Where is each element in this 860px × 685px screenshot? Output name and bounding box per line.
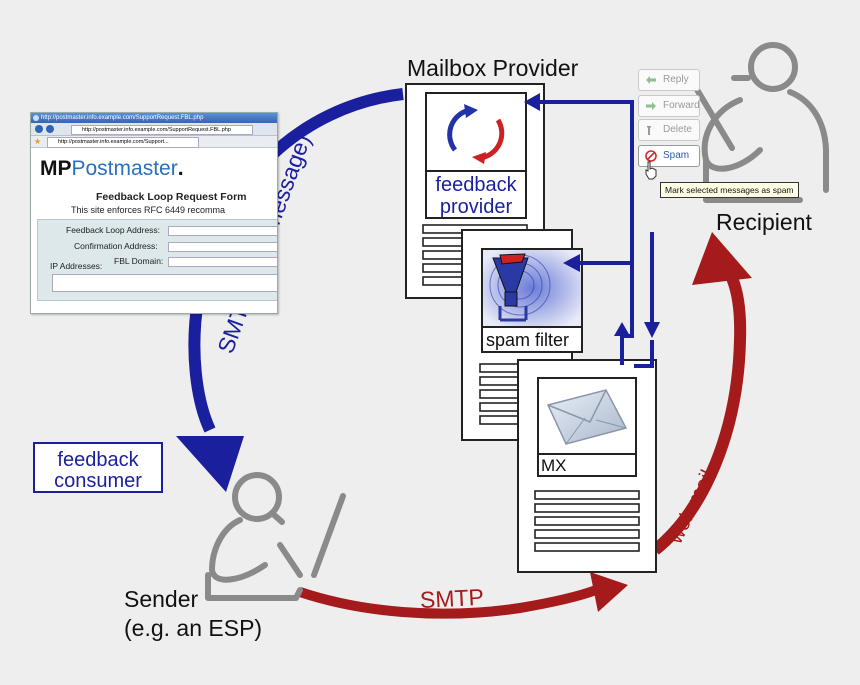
mx-label: MX — [541, 456, 567, 475]
arrow-down-to-mx — [644, 322, 660, 338]
arrow-into-spam-filter — [563, 254, 580, 272]
smtp-label: SMTP — [419, 584, 484, 613]
bookmark-star-icon[interactable]: ★ — [34, 137, 42, 146]
browser-tab-bar: ★ http://postmaster.info.example.com/Sup… — [31, 136, 277, 148]
recipient-label: Recipient — [716, 209, 812, 235]
delete-button[interactable]: Delete — [638, 119, 700, 141]
reply-button[interactable]: Reply — [638, 69, 700, 91]
spam-tooltip: Mark selected messages as spam — [660, 182, 799, 198]
filter-funnel-icon — [489, 253, 551, 322]
smtp-flow-arrowhead — [590, 572, 628, 612]
spam-filter-label: spam filter — [486, 330, 569, 350]
feedback-consumer-label-line1: feedback — [57, 449, 139, 471]
arrow-up-from-mx — [614, 322, 630, 336]
reply-arrow-icon — [646, 76, 656, 84]
smtp-flow-arc — [298, 585, 598, 619]
feedback-consumer-box — [33, 442, 163, 493]
mppostmaster-logo: MPPostmaster. — [40, 157, 184, 181]
trash-icon — [647, 126, 651, 135]
logo-dot: . — [177, 157, 184, 180]
browser-title-bar: http://postmaster.info.example.com/Suppo… — [31, 113, 277, 123]
browser-address-bar[interactable]: http://postmaster.info.example.com/Suppo… — [71, 125, 253, 135]
feedback-loop-address-input[interactable] — [168, 226, 277, 236]
confirmation-address-label: Confirmation Address: — [74, 241, 158, 251]
postmaster-browser-window: http://postmaster.info.example.com/Suppo… — [30, 112, 278, 314]
fbl-request-form: Feedback Loop Address: Confirmation Addr… — [37, 219, 277, 301]
back-arrow-icon[interactable] — [35, 125, 43, 133]
webmail-flow-arc — [651, 275, 747, 555]
form-title: Feedback Loop Request Form — [96, 191, 247, 203]
webmail-flow-arrowhead — [692, 232, 752, 285]
browser-nav-bar: http://postmaster.info.example.com/Suppo… — [31, 123, 277, 136]
refresh-cycle-icon — [447, 104, 505, 164]
reply-button-label: Reply — [663, 74, 689, 85]
ip-addresses-textarea[interactable] — [52, 274, 277, 292]
forward-arrow-icon — [646, 102, 656, 110]
fbl-domain-input[interactable] — [168, 257, 277, 267]
fbl-domain-label: FBL Domain: — [114, 256, 164, 266]
arrow-into-feedback-provider — [524, 93, 540, 111]
mailbox-provider-label: Mailbox Provider — [407, 55, 579, 81]
recipient-person-icon — [687, 42, 829, 203]
sender-label: Sender — [124, 586, 199, 612]
forward-button[interactable]: Forward — [638, 95, 700, 117]
form-subtitle: This site enforces RFC 6449 recomma — [71, 205, 226, 215]
ip-addresses-label: IP Addresses: — [50, 261, 103, 271]
feedback-provider-label-line2: provider — [440, 196, 513, 218]
envelope-icon — [546, 389, 628, 445]
logo-postmaster: Postmaster — [71, 157, 178, 180]
spam-button[interactable]: Spam — [638, 145, 700, 167]
forward-arrow-icon[interactable] — [46, 125, 54, 133]
delete-button-label: Delete — [663, 124, 692, 135]
browser-favicon-icon — [33, 115, 39, 121]
sender-sublabel: (e.g. an ESP) — [124, 615, 262, 641]
browser-title-url: http://postmaster.info.example.com/Suppo… — [41, 115, 204, 121]
web-mail-label: web mail — [664, 467, 719, 548]
mx-document — [517, 359, 657, 573]
logo-mp: MP — [40, 157, 72, 180]
spam-block-icon — [645, 150, 657, 162]
arf-flow-arrowhead — [176, 436, 244, 492]
feedback-loop-address-label: Feedback Loop Address: — [66, 225, 161, 235]
feedback-provider-label-line1: feedback — [435, 174, 517, 196]
browser-tab[interactable]: http://postmaster.info.example.com/Suppo… — [47, 137, 199, 148]
text-lines — [534, 490, 640, 552]
internal-blue-flows — [540, 100, 654, 368]
confirmation-address-input[interactable] — [168, 242, 277, 252]
hand-cursor-icon — [645, 161, 657, 180]
feedback-consumer-label-line2: consumer — [54, 470, 142, 492]
forward-button-label: Forward — [663, 100, 700, 111]
spam-button-label: Spam — [663, 150, 690, 161]
sender-person-icon — [205, 472, 346, 601]
